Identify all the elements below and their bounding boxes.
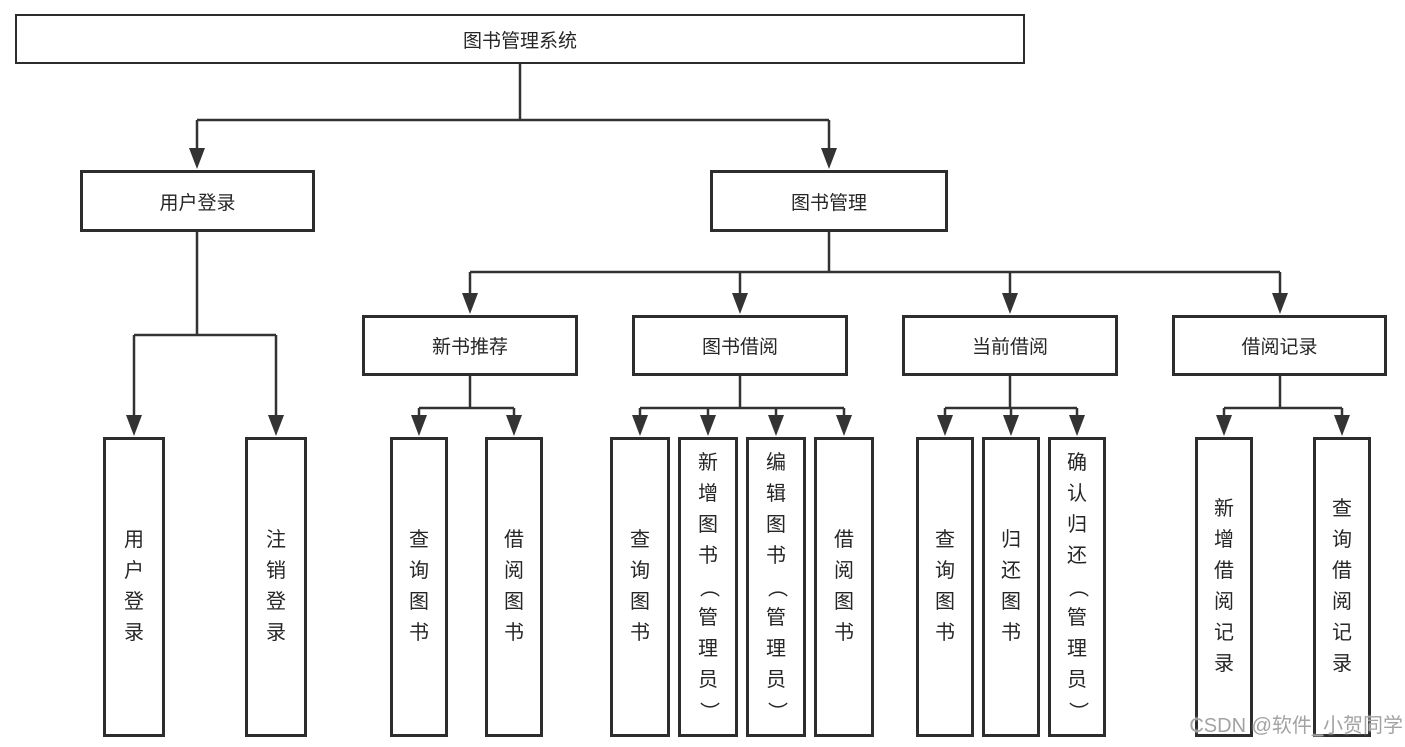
- node-label: 图书管理: [790, 192, 867, 214]
- node-library-system: 图书管理系统: [15, 14, 1025, 64]
- leaf-borrow-books-recommend: 借阅图书: [485, 437, 543, 737]
- leaf-query-books-current: 查询图书: [916, 437, 974, 737]
- node-label: 确认归还（管理员）: [1066, 451, 1089, 722]
- node-user-login: 用户登录: [80, 170, 315, 232]
- node-label: 用户登录: [159, 192, 236, 214]
- node-label: 借阅图书: [834, 529, 854, 644]
- node-borrow-records: 借阅记录: [1172, 315, 1387, 376]
- node-label: 查询图书: [935, 529, 955, 644]
- node-label: 新书推荐: [431, 337, 508, 358]
- watermark: CSDN @软件_小贺同学: [1189, 715, 1403, 737]
- leaf-add-borrow-record: 新增借阅记录: [1195, 437, 1253, 737]
- leaf-edit-books-admin: 编辑图书（管理员）: [746, 437, 806, 737]
- node-current-borrow: 当前借阅: [902, 315, 1118, 376]
- leaf-query-borrow-record: 查询借阅记录: [1313, 437, 1371, 737]
- node-label: 查询借阅记录: [1332, 498, 1352, 675]
- node-label: 借阅记录: [1241, 337, 1318, 358]
- node-label: 查询图书: [409, 529, 429, 644]
- node-label: 查询图书: [630, 529, 650, 644]
- leaf-user-login: 用户登录: [103, 437, 165, 737]
- node-label: 图书管理系统: [462, 30, 577, 52]
- node-label: 新增借阅记录: [1214, 498, 1234, 675]
- node-book-management: 图书管理: [710, 170, 948, 232]
- node-label: 编辑图书（管理员）: [765, 451, 788, 722]
- leaf-return-books: 归还图书: [982, 437, 1040, 737]
- node-label: 图书借阅: [701, 337, 778, 358]
- node-label: 当前借阅: [971, 337, 1048, 358]
- leaf-confirm-return-admin: 确认归还（管理员）: [1048, 437, 1106, 737]
- node-book-borrow: 图书借阅: [632, 315, 848, 376]
- node-label: 新增图书（管理员）: [697, 451, 720, 722]
- node-label: 注销登录: [266, 529, 286, 644]
- leaf-borrow-books-borrow: 借阅图书: [814, 437, 874, 737]
- leaf-add-books-admin: 新增图书（管理员）: [678, 437, 738, 737]
- node-label: 归还图书: [1001, 529, 1021, 644]
- leaf-query-books-borrow: 查询图书: [610, 437, 670, 737]
- node-new-book-recommend: 新书推荐: [362, 315, 578, 376]
- node-label: 用户登录: [124, 529, 144, 644]
- leaf-query-books-recommend: 查询图书: [390, 437, 448, 737]
- node-label: 借阅图书: [504, 529, 524, 644]
- leaf-logout-login: 注销登录: [245, 437, 307, 737]
